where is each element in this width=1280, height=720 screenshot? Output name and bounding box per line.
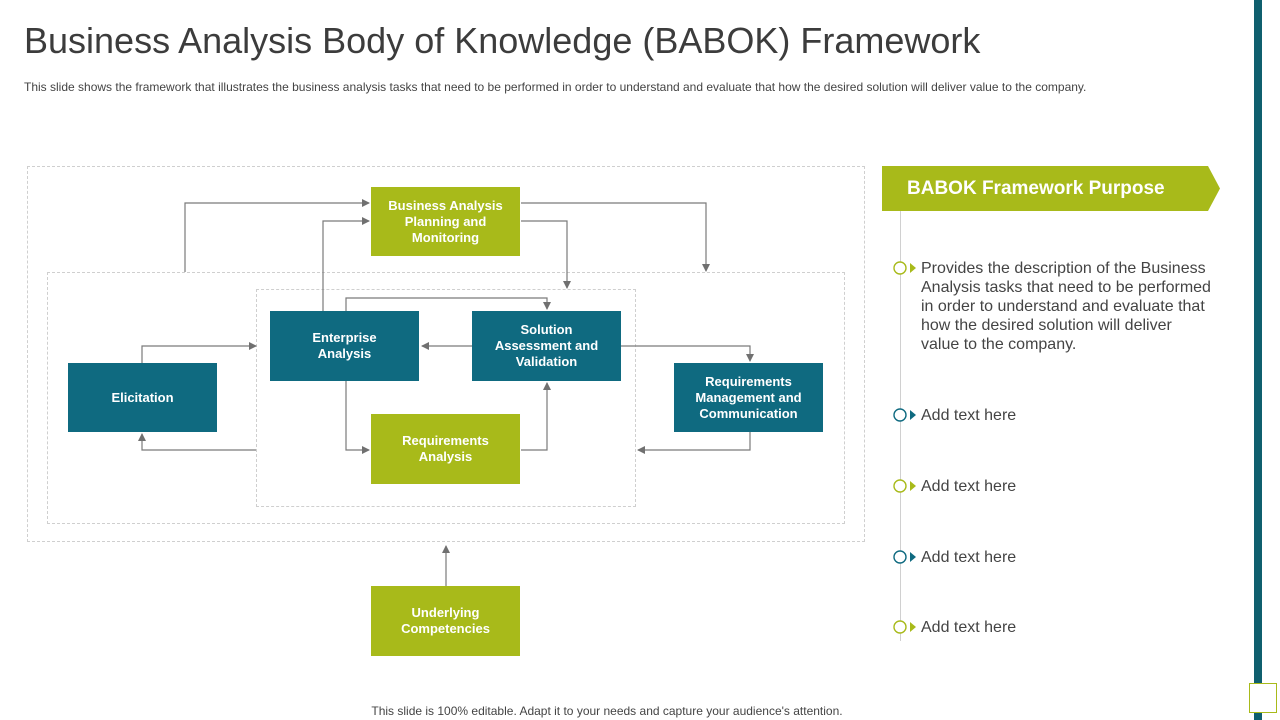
page-subtitle: This slide shows the framework that illu… [24, 80, 1087, 94]
purpose-item: Add text here [893, 618, 1211, 637]
circle-arrow-icon [893, 477, 921, 495]
requirements-analysis-box: Requirements Analysis [371, 414, 520, 484]
arrow-planning-to-frame [521, 202, 710, 272]
solution-assessment-box: Solution Assessment and Validation [472, 311, 621, 381]
purpose-item: Provides the description of the Business… [893, 259, 1211, 354]
corner-frame [1249, 683, 1277, 713]
middle-frame [47, 272, 845, 524]
purpose-item: Add text here [893, 548, 1211, 567]
arrow-elicitation-to-enterprise [141, 342, 257, 363]
circle-arrow-icon [893, 406, 921, 424]
footer-note: This slide is 100% editable. Adapt it to… [371, 704, 843, 718]
inner-frame [256, 289, 636, 507]
planning-monitoring-box: Business Analysis Planning and Monitorin… [371, 187, 520, 256]
arrow-enterprise-to-planning [322, 217, 370, 311]
purpose-item-text: Add text here [921, 619, 1017, 636]
arrow-planning-to-inner [521, 220, 571, 289]
enterprise-analysis-box: Enterprise Analysis [270, 311, 419, 381]
purpose-banner: BABOK Framework Purpose [882, 166, 1220, 211]
purpose-item: Add text here [893, 477, 1211, 496]
arrow-enterprise-to-solution [345, 297, 551, 311]
purpose-item-text: Add text here [921, 549, 1017, 566]
right-accent-bar [1254, 0, 1262, 720]
arrow-frame-to-planning [184, 199, 370, 272]
circle-arrow-icon [893, 618, 921, 636]
outer-frame [27, 166, 865, 542]
arrow-reqmgmt-to-inner [637, 432, 751, 454]
circle-arrow-icon [893, 548, 921, 566]
requirements-management-box: Requirements Management and Communicatio… [674, 363, 823, 432]
purpose-item-text: Add text here [921, 407, 1017, 424]
circle-arrow-icon [893, 259, 921, 277]
underlying-competencies-box: Underlying Competencies [371, 586, 520, 656]
timeline-line [900, 211, 901, 641]
purpose-heading: BABOK Framework Purpose [907, 177, 1165, 199]
arrow-inner-to-elicitation [138, 433, 256, 451]
arrow-analysis-to-solution [521, 382, 551, 451]
elicitation-box: Elicitation [68, 363, 217, 432]
page-title: Business Analysis Body of Knowledge (BAB… [24, 20, 981, 61]
arrow-enterprise-to-analysis [345, 381, 370, 454]
purpose-item-text: Provides the description of the Business… [921, 260, 1211, 353]
arrow-solution-to-reqmgmt [621, 345, 754, 362]
purpose-item: Add text here [893, 406, 1211, 425]
banner-shape [882, 166, 1220, 211]
purpose-item-text: Add text here [921, 478, 1017, 495]
